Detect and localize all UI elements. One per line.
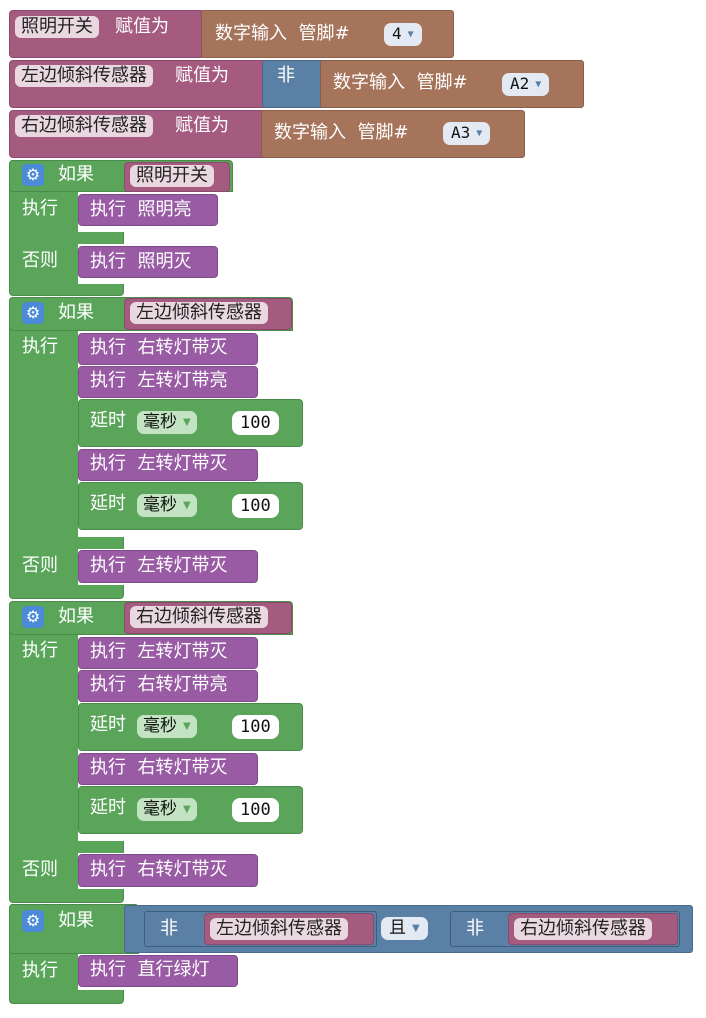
delay-value-input[interactable]: 100 (232, 411, 279, 435)
dropdown-arrow-icon: ▼ (183, 417, 191, 428)
variable-right-tilt[interactable]: 右边倾斜传感器 (514, 918, 652, 940)
proc-call-left-off[interactable] (78, 550, 258, 583)
proc-call-text: 执行 右转灯带灭 (90, 337, 228, 358)
dropdown-arrow-icon: ▼ (407, 29, 414, 40)
proc-call-text: 执行 照明亮 (90, 199, 192, 220)
not-label: 非 (466, 918, 484, 939)
proc-call-text: 执行 左转灯带灭 (90, 453, 228, 474)
gear-icon[interactable]: ⚙ (22, 910, 44, 932)
do-label: 执行 (22, 336, 58, 357)
proc-call-text: 执行 右转灯带灭 (90, 859, 228, 880)
delay-value-input[interactable]: 100 (232, 798, 279, 822)
do-label: 执行 (22, 198, 58, 219)
dropdown-arrow-icon: ▼ (183, 500, 191, 511)
do-label: 执行 (22, 960, 58, 981)
assign-label: 赋值为 (175, 115, 229, 136)
pin-dropdown[interactable]: A3▼ (443, 122, 491, 145)
proc-call-text: 执行 左转灯带亮 (90, 370, 228, 391)
else-label: 否则 (22, 555, 58, 576)
proc-call-light-off[interactable] (78, 246, 218, 278)
proc-call-straight-green[interactable] (78, 955, 238, 987)
delay-label: 延时 (90, 797, 126, 818)
proc-call-light-on[interactable] (78, 194, 218, 226)
else-label: 否则 (22, 859, 58, 880)
proc-call-text: 执行 右转灯带亮 (90, 674, 228, 695)
delay-value-input[interactable]: 100 (232, 494, 279, 518)
pin-dropdown[interactable]: 4▼ (384, 23, 422, 46)
variable-left-tilt[interactable]: 左边倾斜传感器 (130, 302, 268, 324)
dropdown-arrow-icon: ▼ (183, 721, 191, 732)
time-unit-dropdown[interactable]: 毫秒▼ (137, 798, 197, 821)
dropdown-arrow-icon: ▼ (535, 79, 542, 90)
logic-op-dropdown[interactable]: 且▼ (381, 917, 428, 940)
time-unit-dropdown[interactable]: 毫秒▼ (137, 715, 197, 738)
delay-value-input[interactable]: 100 (232, 715, 279, 739)
proc-call-text: 执行 照明灭 (90, 251, 192, 272)
gear-icon[interactable]: ⚙ (22, 606, 44, 628)
not-label: 非 (277, 65, 295, 86)
proc-call-left-off[interactable] (78, 637, 258, 669)
proc-call-right-off[interactable] (78, 333, 258, 365)
do-label: 执行 (22, 640, 58, 661)
proc-call-right-off[interactable] (78, 854, 258, 887)
variable-light-switch[interactable]: 照明开关 (15, 16, 99, 38)
time-unit-dropdown[interactable]: 毫秒▼ (137, 494, 197, 517)
gear-icon[interactable]: ⚙ (22, 302, 44, 324)
variable-left-tilt[interactable]: 左边倾斜传感器 (210, 918, 348, 940)
else-label: 否则 (22, 250, 58, 271)
variable-light-switch[interactable]: 照明开关 (130, 165, 214, 187)
delay-label: 延时 (90, 714, 126, 735)
delay-label: 延时 (90, 410, 126, 431)
variable-left-tilt[interactable]: 左边倾斜传感器 (15, 65, 153, 87)
proc-call-text: 执行 右转灯带灭 (90, 757, 228, 778)
gear-icon[interactable]: ⚙ (22, 164, 44, 186)
assign-label: 赋值为 (175, 65, 229, 86)
not-label: 非 (160, 918, 178, 939)
if-label: 如果 (58, 302, 94, 323)
dropdown-arrow-icon: ▼ (412, 923, 420, 934)
proc-call-left-on[interactable] (78, 366, 258, 398)
proc-call-text: 执行 直行绿灯 (90, 959, 210, 980)
variable-right-tilt[interactable]: 右边倾斜传感器 (130, 606, 268, 628)
if-label: 如果 (58, 164, 94, 185)
proc-call-left-off[interactable] (78, 449, 258, 481)
proc-call-right-on[interactable] (78, 670, 258, 702)
assign-label: 赋值为 (115, 16, 169, 37)
pin-dropdown[interactable]: A2▼ (502, 73, 550, 96)
digital-read-label: 数字输入 管脚# (274, 122, 409, 143)
time-unit-dropdown[interactable]: 毫秒▼ (137, 411, 197, 434)
delay-label: 延时 (90, 493, 126, 514)
dropdown-arrow-icon: ▼ (183, 804, 191, 815)
proc-call-text: 执行 左转灯带灭 (90, 641, 228, 662)
digital-read-label: 数字输入 管脚# (215, 23, 350, 44)
digital-read-label: 数字输入 管脚# (333, 72, 468, 93)
proc-call-right-off[interactable] (78, 753, 258, 785)
dropdown-arrow-icon: ▼ (476, 128, 483, 139)
variable-right-tilt[interactable]: 右边倾斜传感器 (15, 115, 153, 137)
if-label: 如果 (58, 606, 94, 627)
proc-call-text: 执行 左转灯带灭 (90, 555, 228, 576)
if-label: 如果 (58, 910, 94, 931)
